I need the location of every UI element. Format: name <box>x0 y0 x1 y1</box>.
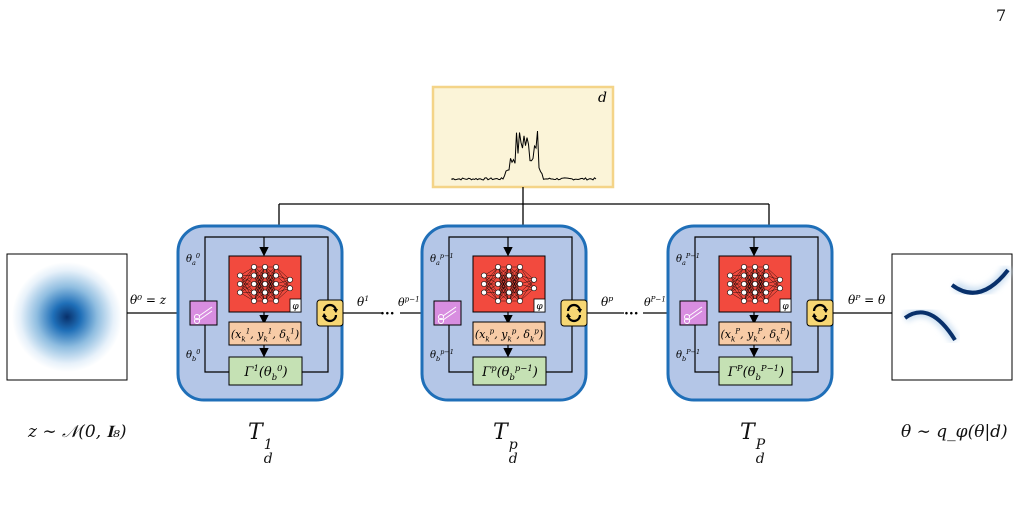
output-density-image <box>891 253 1013 381</box>
gamma-box <box>718 356 793 386</box>
permutation-arrows-icon <box>560 299 588 327</box>
theta-in-label: θP−1​ <box>644 295 666 309</box>
theta-b-label: θbP−1​ <box>676 348 700 363</box>
page-number: 7 <box>996 6 1007 25</box>
permutation-arrows-icon <box>316 299 344 327</box>
input-gaussian-image <box>6 253 128 381</box>
coupling-params-box <box>228 321 302 346</box>
scissors-icon <box>189 300 218 326</box>
ellipsis-2: ··· <box>624 306 639 322</box>
output-caption: θ ∼ q_φ(θ|d) <box>901 422 1008 442</box>
signal-trace <box>451 130 597 181</box>
neural-network-icon: φ <box>228 255 302 313</box>
coupling-params-box <box>718 321 792 346</box>
neural-network-icon: φ <box>472 255 546 313</box>
coupling-params-box <box>472 321 546 346</box>
gamma-box <box>228 356 303 386</box>
phi-label: φ <box>292 302 299 312</box>
input-caption: z ∼ 𝒩(0, 𝐈₈) <box>28 422 127 442</box>
theta-b-label: θbp−1​ <box>430 348 454 363</box>
theta-a-label: θa0​ <box>186 252 200 267</box>
permutation-arrows-icon <box>806 299 834 327</box>
theta-in-label: θp−1​ <box>398 295 420 309</box>
neural-network-icon: φ <box>718 255 792 313</box>
transform-block-2: φ (xkp, ykp, δkp) Γp(θbp−1) θap−1​ θbp−1​ <box>420 224 588 402</box>
scissors-icon <box>433 300 462 326</box>
transform-blocks: φ (xk1, yk1, δk1) Γ1(θb0) θa0​ θb0​ θ1​ φ (xkp,… <box>176 224 834 402</box>
theta-a-label: θap−1​ <box>430 252 454 267</box>
input-theta-label: θ⁰ = z <box>130 293 167 307</box>
gamma-box <box>472 356 547 386</box>
scissors-icon <box>679 300 708 326</box>
phi-label: φ <box>536 302 543 312</box>
coupling-params-label: (xkP, ykP, δkP) <box>720 327 789 344</box>
transform-block-3: φ (xkP, ykP, δkP) ΓP(θbP−1) θaP−1​ θbP−1​ <box>666 224 834 402</box>
ellipsis-1: ··· <box>380 306 395 322</box>
data-box: d <box>431 85 615 189</box>
gamma-label: Γ1(θb0) <box>243 363 287 382</box>
gamma-label: Γp(θbp−1) <box>481 363 538 382</box>
phi-label: φ <box>782 302 789 312</box>
gamma-label: ΓP(θbP−1) <box>727 363 784 382</box>
data-label: d <box>598 90 607 106</box>
coupling-params-label: (xk1, yk1, δk1) <box>231 327 299 344</box>
transform-block-1: φ (xk1, yk1, δk1) Γ1(θb0) θa0​ θb0​ <box>176 224 344 402</box>
theta-a-label: θaP−1​ <box>676 252 700 267</box>
coupling-params-label: (xkp, ykp, δkp) <box>475 327 543 344</box>
theta-out-label: θ1​ <box>357 294 369 309</box>
output-theta-label: θᴾ = θ <box>848 293 886 307</box>
theta-out-label: θp​ <box>601 294 613 309</box>
theta-b-label: θb0​ <box>186 348 200 363</box>
